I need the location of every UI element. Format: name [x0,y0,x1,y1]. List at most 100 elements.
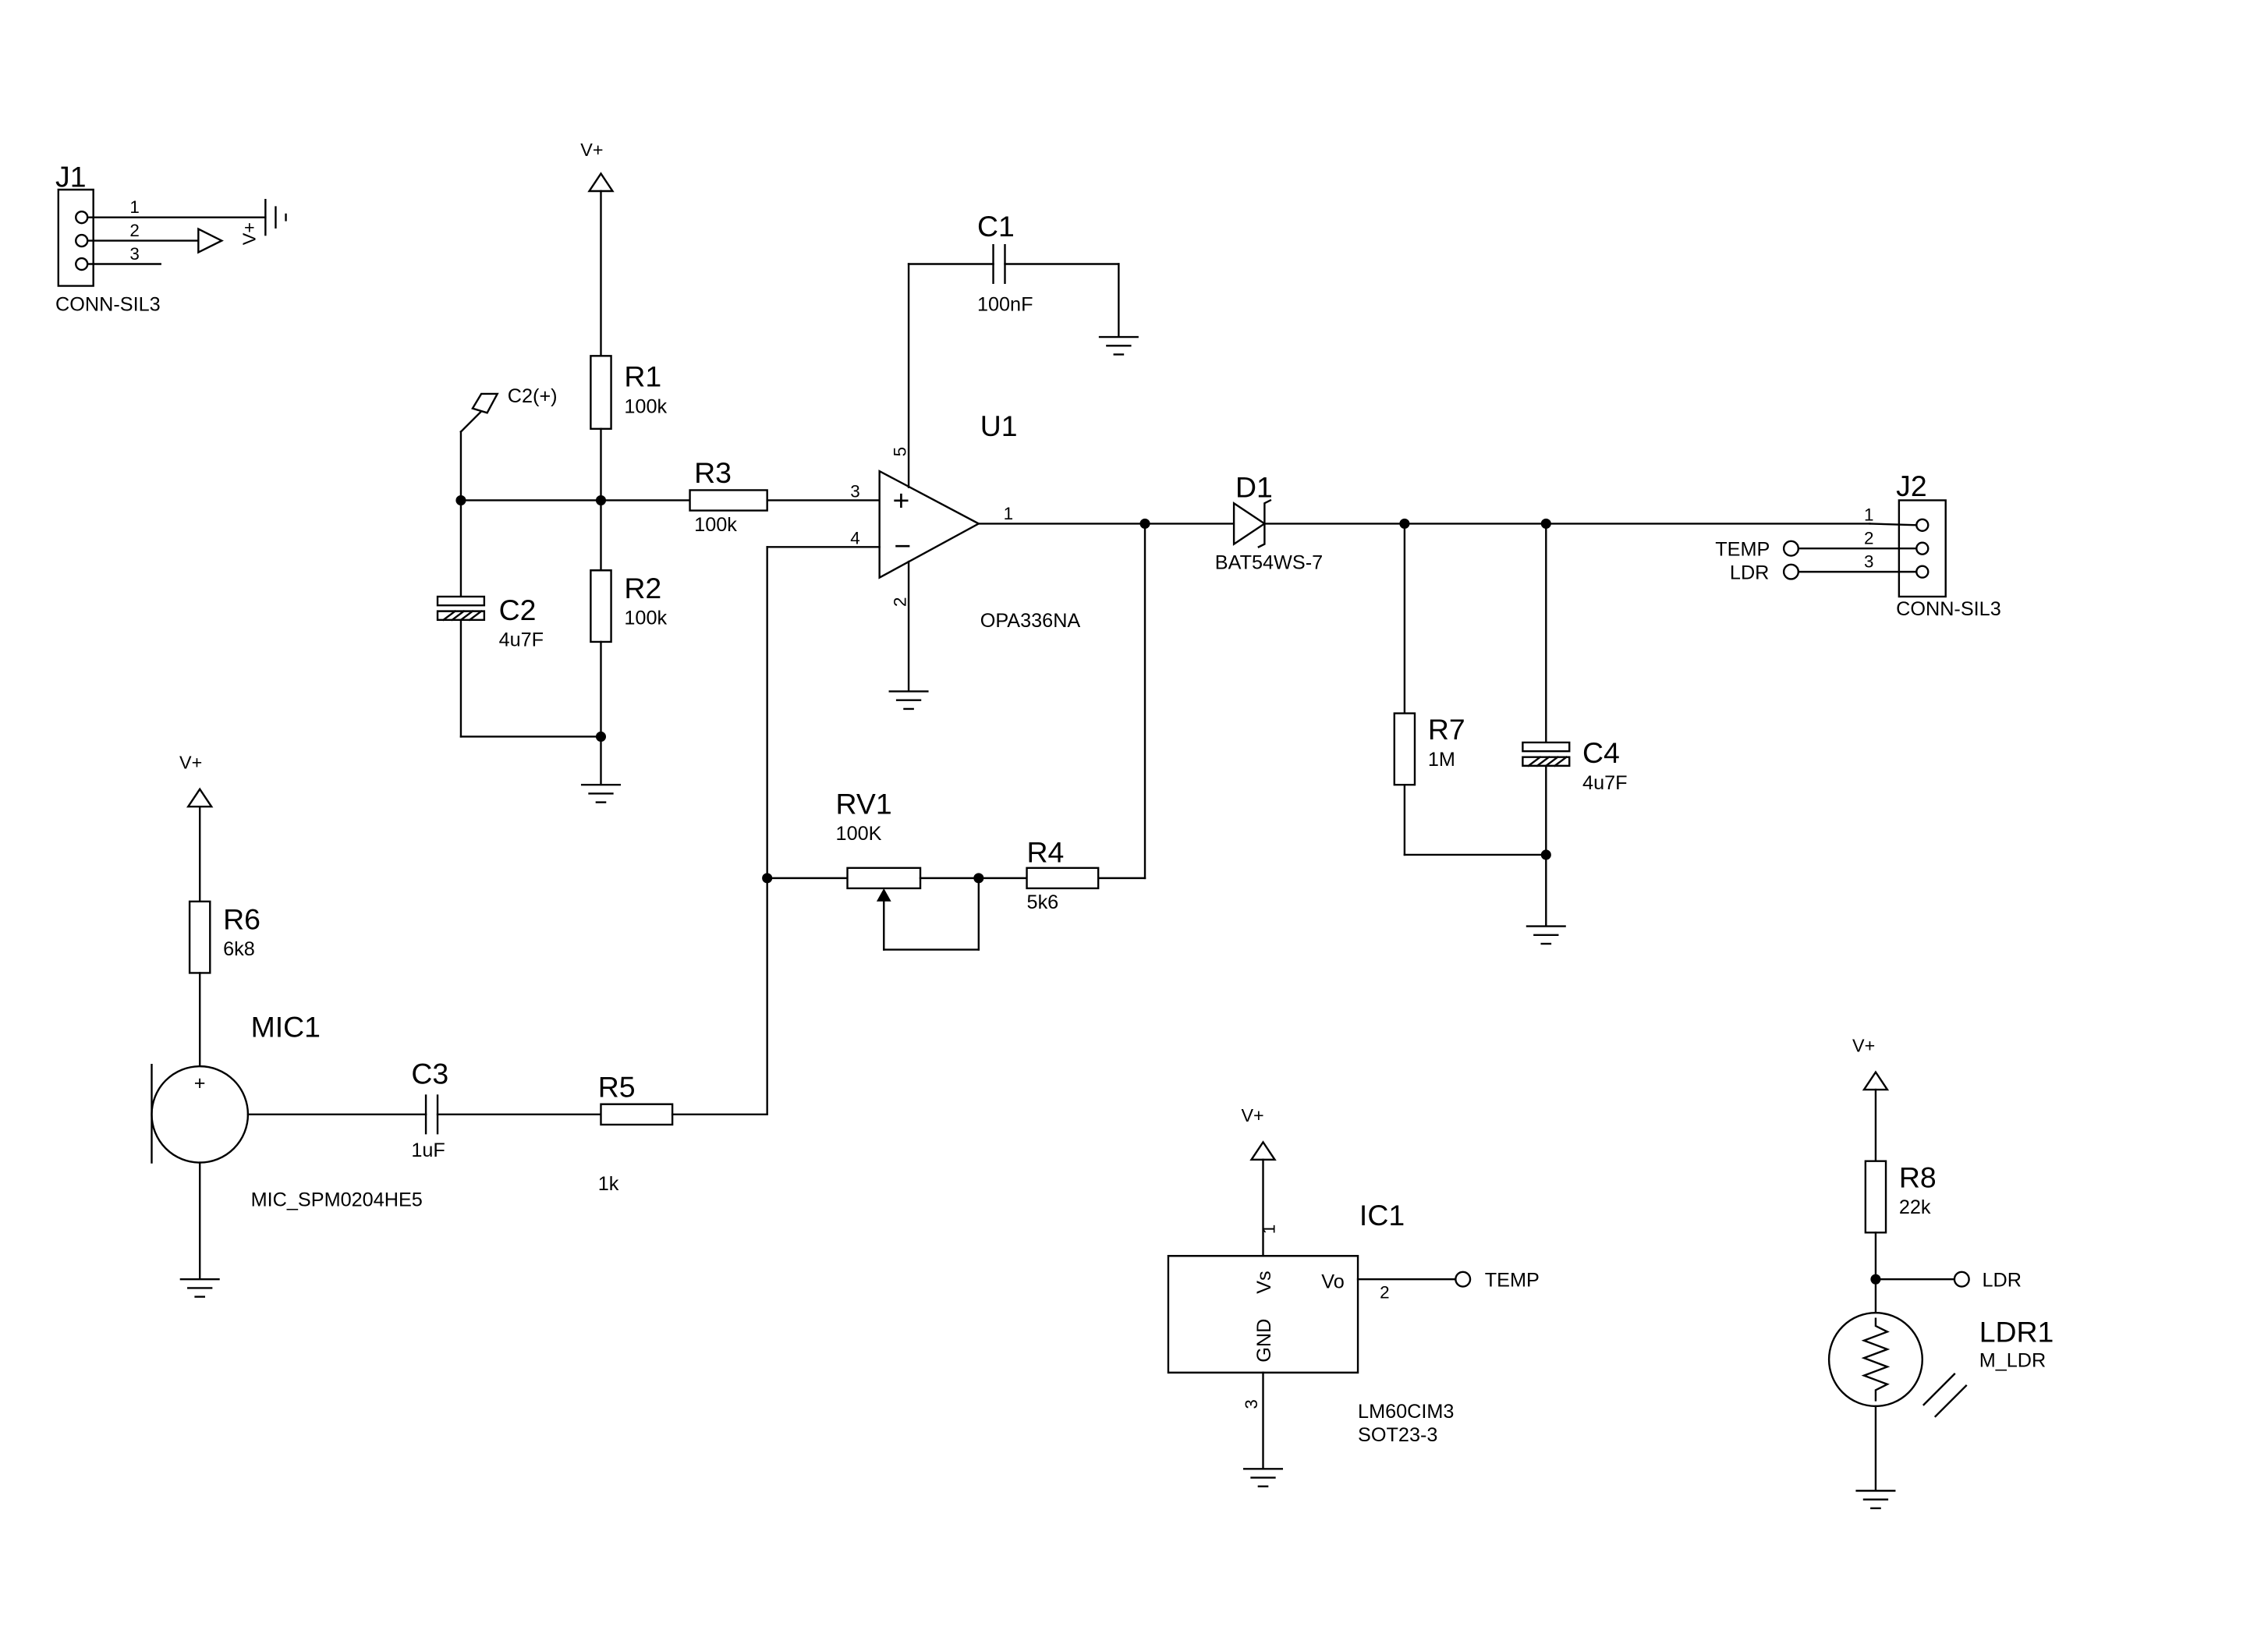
r6-resistor[interactable] [190,902,210,973]
j2-value: CONN-SIL3 [1896,598,2001,620]
u1-plus-sign: + [892,484,909,517]
r7-ref: R7 [1428,713,1465,746]
ic1-pin-vs-label: Vs [1253,1271,1275,1293]
c2-ref: C2 [499,594,537,626]
r4-value: 5k6 [1027,891,1059,913]
j2-pin-3: 3 [1864,552,1873,572]
j1-pin-1: 1 [129,197,139,217]
r2-value: 100k [624,607,667,629]
r1-resistor[interactable] [590,356,611,429]
mic1-ref: MIC1 [251,1011,321,1044]
j1-value: CONN-SIL3 [55,293,161,315]
ic1-sensor-body[interactable] [1168,1256,1358,1373]
ic1-vplus-label: V+ [1241,1105,1263,1125]
u1-pin-4: 4 [850,529,859,548]
c1-ground-icon [1100,337,1138,354]
u1-pin-1: 1 [1004,504,1013,523]
r8-ref: R8 [1899,1161,1937,1193]
c3-ref: C3 [411,1058,448,1090]
ldr-net-label: LDR [1982,1270,2021,1292]
ic1-ground-icon [1244,1469,1282,1486]
ldr1-ground-icon [1857,1490,1895,1508]
ldr1-value: M_LDR [1979,1349,2047,1371]
junction [595,494,607,506]
r2-ref: R2 [624,572,661,604]
ic1-pin-2: 2 [1380,1282,1389,1302]
r6-value: 6k8 [223,938,255,960]
rv1-ref: RV1 [836,788,892,820]
mic1-value: MIC_SPM0204HE5 [251,1189,423,1211]
c4-value: 4u7F [1582,772,1628,794]
r3-resistor[interactable] [690,490,767,510]
u1-opamp[interactable] [880,471,979,578]
j2-temp-terminal [1784,541,1798,556]
u1-pin-5: 5 [890,447,909,456]
r4-ref: R4 [1027,835,1065,868]
r5-value: 1k [598,1173,619,1195]
r7-value: 1M [1428,749,1455,771]
r4-resistor[interactable] [1027,868,1099,888]
ic1-pin-gnd-label: GND [1253,1319,1275,1363]
ic1-pin-1: 1 [1259,1225,1278,1234]
r6-ref: R6 [223,902,260,935]
r6-vplus-label: V+ [179,753,202,773]
ic1-pin-vo-label: Vo [1321,1271,1344,1292]
d1-value: BAT54WS-7 [1215,551,1323,573]
c3-capacitor[interactable] [426,1096,438,1134]
c2-probe-icon [473,394,498,413]
ic1-pin-3: 3 [1242,1399,1261,1409]
r1-vplus-arrow [590,174,613,191]
r3-ref: R3 [694,456,732,489]
junction [455,494,466,506]
c2-value: 4u7F [499,629,544,651]
j2-pin-1: 1 [1864,505,1873,525]
c4-ref: C4 [1582,736,1620,769]
c1-capacitor[interactable] [994,245,1005,283]
u1-ground-icon [890,691,928,708]
r5-ref: R5 [598,1070,636,1103]
ldr1-photoresistor[interactable] [1829,1313,1966,1416]
r1-ref: R1 [624,360,661,393]
ic1-temp-terminal [1455,1272,1470,1287]
j1-connector[interactable] [58,190,286,285]
u1-ref: U1 [980,409,1018,442]
junction [595,731,607,743]
d1-ref: D1 [1235,471,1273,504]
r5-resistor[interactable] [601,1104,672,1125]
r2-ground-icon [582,785,620,802]
j1-rail-label: V+ [239,222,259,245]
ic1-value: LM60CIM3 [1358,1401,1454,1423]
r3-value: 100k [694,514,737,536]
rv1-potentiometer[interactable] [848,868,921,950]
ldr-net-terminal [1954,1272,1969,1287]
u1-pin-2: 2 [890,597,909,607]
j1-pin-3: 3 [129,244,139,264]
r8-resistor[interactable] [1866,1161,1886,1233]
j2-ref: J2 [1896,470,1926,502]
c4-capacitor[interactable] [1522,743,1569,766]
c1-ref: C1 [977,210,1015,243]
ic1-temp-label: TEMP [1485,1270,1540,1292]
j2-ldr-terminal [1784,565,1798,579]
mic1-ground-icon [181,1279,219,1296]
ic1-vplus-arrow [1252,1142,1275,1159]
junction [1540,849,1551,860]
j1-pin-2: 2 [129,221,139,240]
c1-value: 100nF [977,293,1033,315]
r8-vplus-label: V+ [1852,1035,1875,1055]
u1-value: OPA336NA [980,610,1081,632]
c2-probe-label: C2(+) [508,385,558,407]
r2-resistor[interactable] [590,570,611,642]
rv1-value: 100K [836,823,882,845]
r1-vplus-label: V+ [580,140,603,160]
r8-vplus-arrow [1864,1072,1887,1090]
j1-ref: J1 [55,160,86,193]
j2-temp-label: TEMP [1715,539,1770,561]
r8-value: 22k [1899,1196,1931,1218]
ldr1-ref: LDR1 [1979,1316,2054,1349]
r7-resistor[interactable] [1394,714,1415,785]
ic1-package: SOT23-3 [1358,1424,1437,1446]
u1-pin-3: 3 [850,482,859,502]
c2-capacitor[interactable] [438,597,484,620]
